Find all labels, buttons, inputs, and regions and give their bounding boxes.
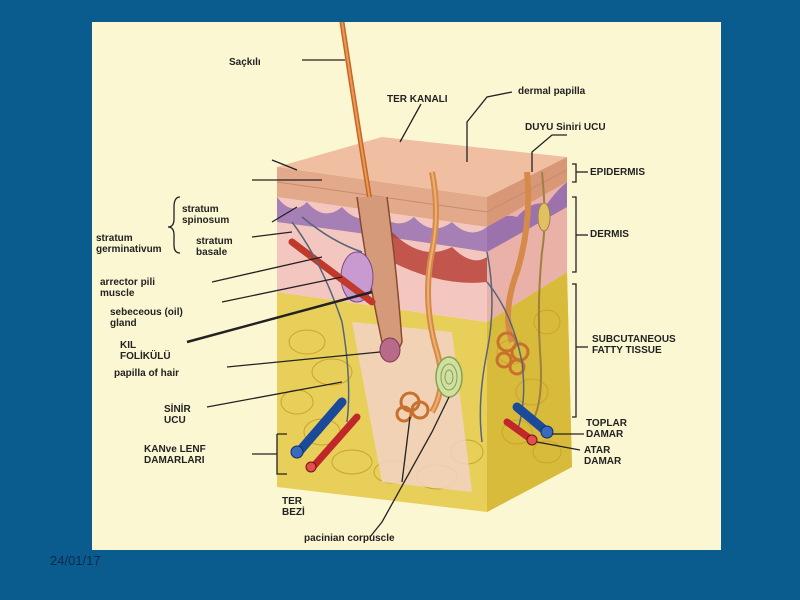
skin-illustration [167,22,588,538]
label-toplar-damar: TOPLAR DAMAR [586,418,627,440]
epidermis-layer [277,137,567,197]
label-duyu-siniri-ucu: DUYU Siniri UCU [525,122,606,133]
leader-lines [186,59,588,538]
label-stratum-germinativum: stratum germinativum [96,233,162,255]
pacinian-corpuscle [435,356,463,398]
label-arrector-pili: arrector pili muscle [100,277,156,299]
blood-vessels-left [290,397,361,473]
label-sacli: Saçkılı [229,57,261,68]
sweat-gland-right [495,331,530,376]
label-subcutaneous: SUBCUTANEOUS FATTY TISSUE [592,334,676,356]
label-sinir-ucu: SİNİR UCU [164,404,191,426]
label-atar-damar: ATAR DAMAR [584,445,622,467]
label-stratum-spinosum: stratum spinosum [182,204,230,226]
arrector-pili [288,238,376,306]
label-pacinian: pacinian corpuscle [304,533,395,544]
sweat-gland [395,391,430,423]
label-epidermis: EPIDERMIS [590,167,646,178]
label-ter-bezi: TER BEZİ [282,496,305,518]
blood-vessels-right [503,402,554,446]
label-ter-kanali: TER KANALI [387,94,448,105]
label-stratum-basale: stratum basale [196,236,233,258]
label-papilla-of-hair: papilla of hair [114,368,180,379]
label-dermis: DERMIS [590,229,629,240]
label-dermal-papilla: dermal papilla [518,86,586,97]
slide-date: 24/01/17 [50,553,101,568]
label-kan-lenf: KANve LENF DAMARLARI [144,444,206,466]
label-kil-folikulu: KIL FOLİKÜLÜ [120,340,171,362]
label-sebaceous-gland: sebeceous (oil) gland [110,307,183,329]
skin-diagram: Saçkılı TER KANALI dermal papilla DUYU S… [92,22,721,550]
